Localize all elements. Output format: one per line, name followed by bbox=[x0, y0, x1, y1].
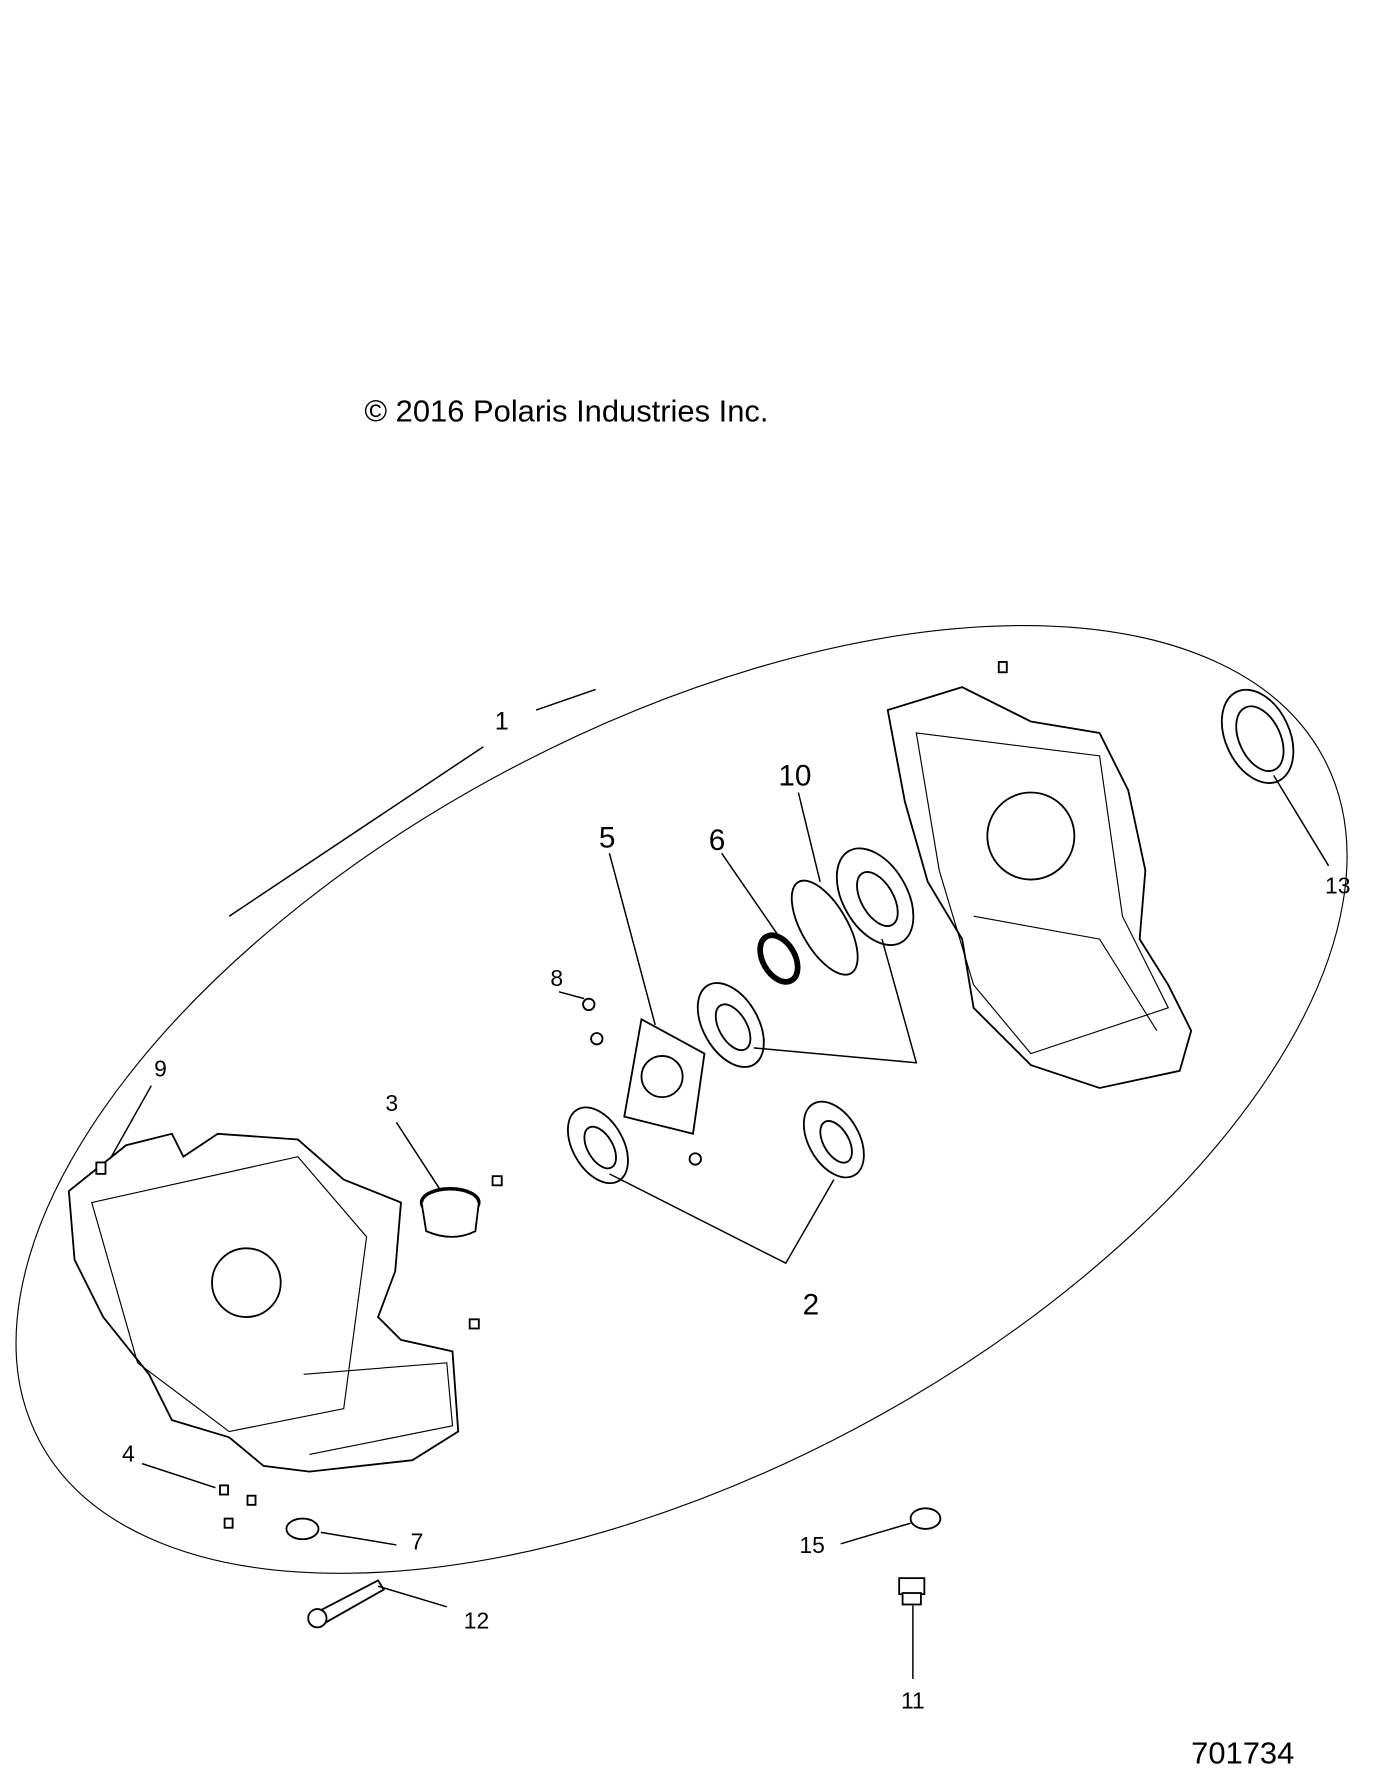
snap-ring bbox=[790, 879, 859, 976]
callout-5: 5 bbox=[599, 821, 616, 854]
callout-10: 10 bbox=[778, 760, 811, 793]
bearing-2b bbox=[802, 1100, 865, 1179]
callout-3: 3 bbox=[385, 1090, 398, 1116]
callout-9: 9 bbox=[154, 1056, 167, 1082]
callout-12: 12 bbox=[464, 1608, 489, 1634]
plate-5 bbox=[623, 1017, 706, 1135]
plug-7 bbox=[285, 1517, 320, 1541]
diagram-number: 701734 bbox=[1191, 1736, 1294, 1771]
callout-2: 2 bbox=[803, 1289, 820, 1322]
drain-plug-11 bbox=[898, 1577, 926, 1606]
callout-4: 4 bbox=[122, 1440, 135, 1466]
callout-1: 1 bbox=[495, 708, 509, 736]
bearing-10 bbox=[835, 847, 915, 947]
callout-13: 13 bbox=[1325, 872, 1350, 898]
bearing-2a bbox=[567, 1106, 629, 1185]
assembly-boundary bbox=[15, 624, 1348, 1574]
crankcase-right-half bbox=[886, 686, 1193, 1089]
screws-8 bbox=[582, 997, 702, 1166]
callout-6: 6 bbox=[709, 824, 726, 857]
bushing-6 bbox=[757, 932, 801, 985]
washer-15 bbox=[909, 1507, 942, 1530]
oil-seal-13 bbox=[1220, 688, 1295, 784]
copyright-text: © 2016 Polaris Industries Inc. bbox=[364, 393, 768, 428]
leader-lines bbox=[109, 688, 1330, 1679]
callout-7: 7 bbox=[411, 1529, 424, 1555]
callout-15: 15 bbox=[799, 1532, 824, 1558]
dowel-pins bbox=[95, 661, 1008, 1529]
crankcase-left-half bbox=[67, 1132, 460, 1473]
bolt-12 bbox=[307, 1579, 386, 1629]
bearing-main bbox=[696, 982, 765, 1068]
bushing-3 bbox=[419, 1187, 481, 1238]
callout-11: 11 bbox=[901, 1688, 925, 1714]
callout-8: 8 bbox=[550, 965, 563, 991]
